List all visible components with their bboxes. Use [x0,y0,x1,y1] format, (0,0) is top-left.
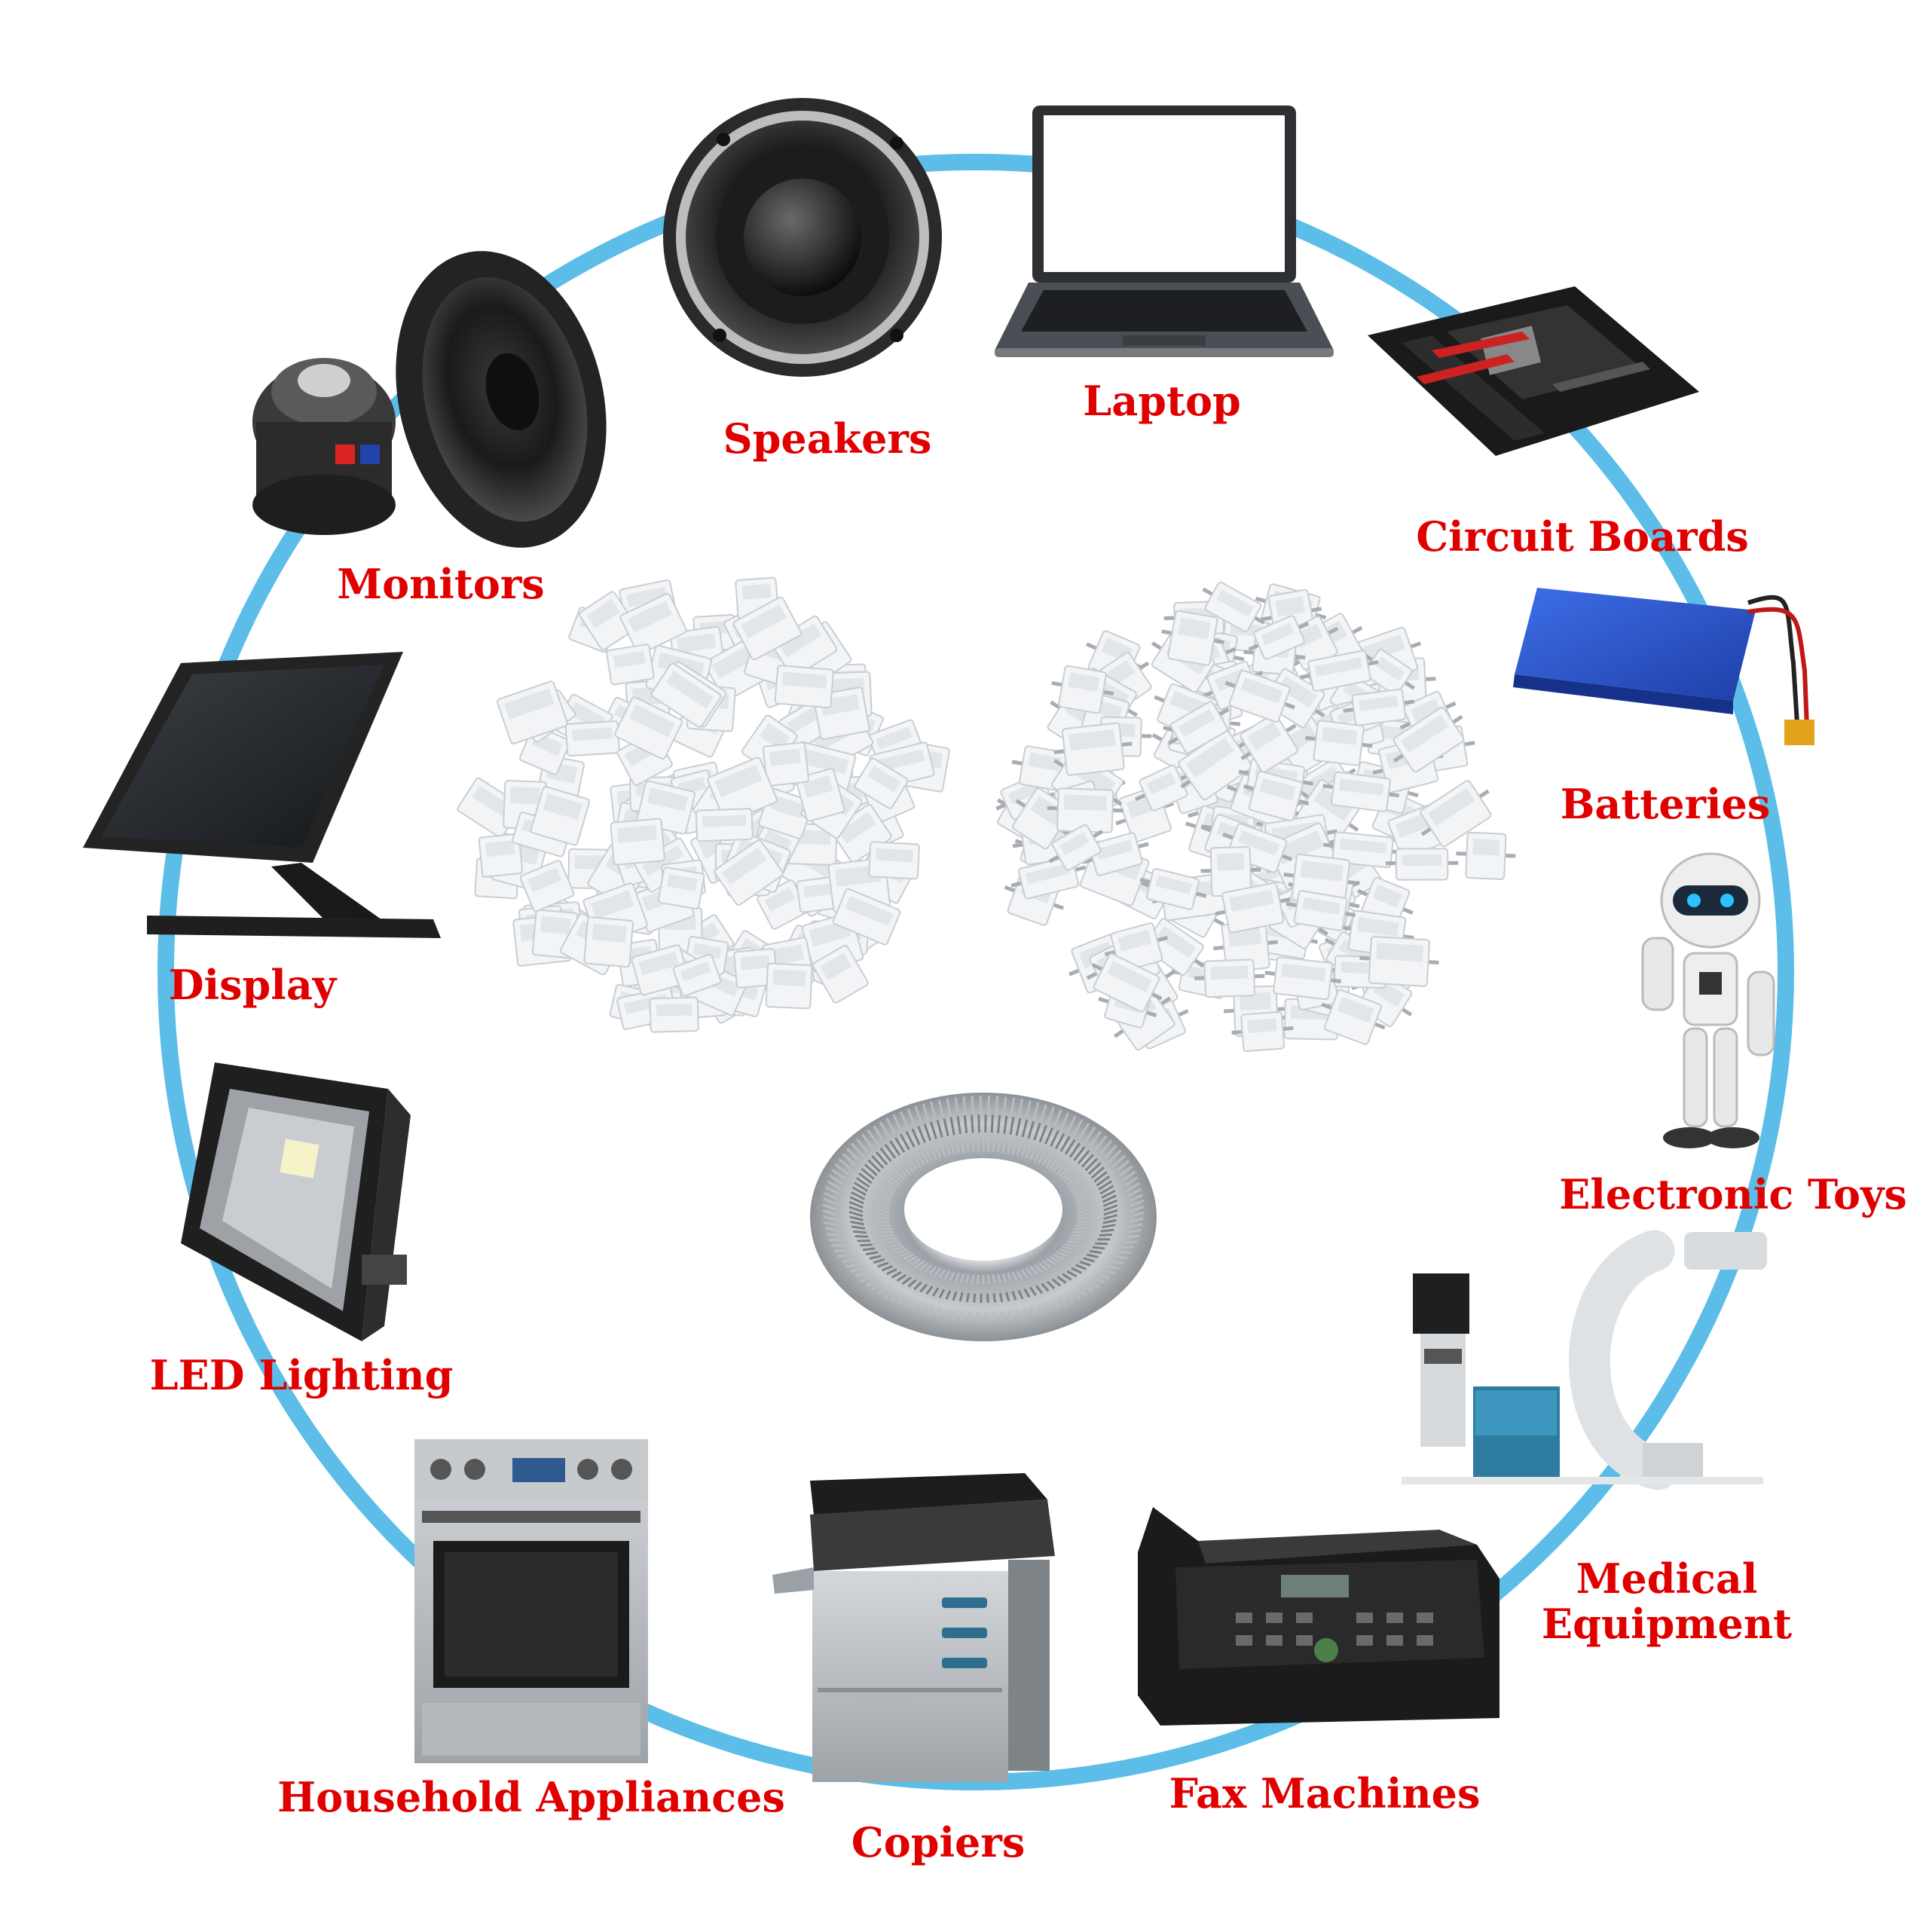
battery-image [1513,588,1814,745]
fax-machines-label: Fax Machines [1169,1771,1481,1816]
laptop-image [995,105,1334,357]
laptop-label: Laptop [1083,378,1240,423]
medical-line-2: Equipment [1516,1601,1817,1646]
medical-line-1: Medical [1516,1556,1817,1601]
circuit-board-image [1368,286,1699,456]
led-floodlight-image [181,1062,411,1341]
copier-image [772,1473,1055,1782]
robot-image [1643,854,1774,1148]
batteries-label: Batteries [1561,781,1771,827]
woofer-speaker-image [252,228,636,570]
display-label: Display [169,962,336,1007]
household-appliances-label: Household Appliances [277,1775,785,1820]
connector-housings-pile [457,577,950,1032]
medical-equipment-label: Medical Equipment [1516,1556,1817,1646]
touch-display-image [83,652,441,938]
circuit-boards-label: Circuit Boards [1416,514,1749,559]
led-lighting-label: LED Lighting [150,1353,454,1398]
speakers-label: Speakers [723,416,932,461]
speaker-image [663,98,942,377]
monitors-label: Monitors [337,561,544,607]
connector-headers-pile [988,576,1517,1057]
crimp-terminals-coil [810,1093,1157,1341]
copiers-label: Copiers [851,1820,1025,1865]
fax-machine-image [1138,1507,1499,1726]
oven-image [414,1439,648,1763]
medical-equipment-image [1402,1232,1767,1484]
electronic-toys-label: Electronic Toys [1559,1172,1907,1217]
